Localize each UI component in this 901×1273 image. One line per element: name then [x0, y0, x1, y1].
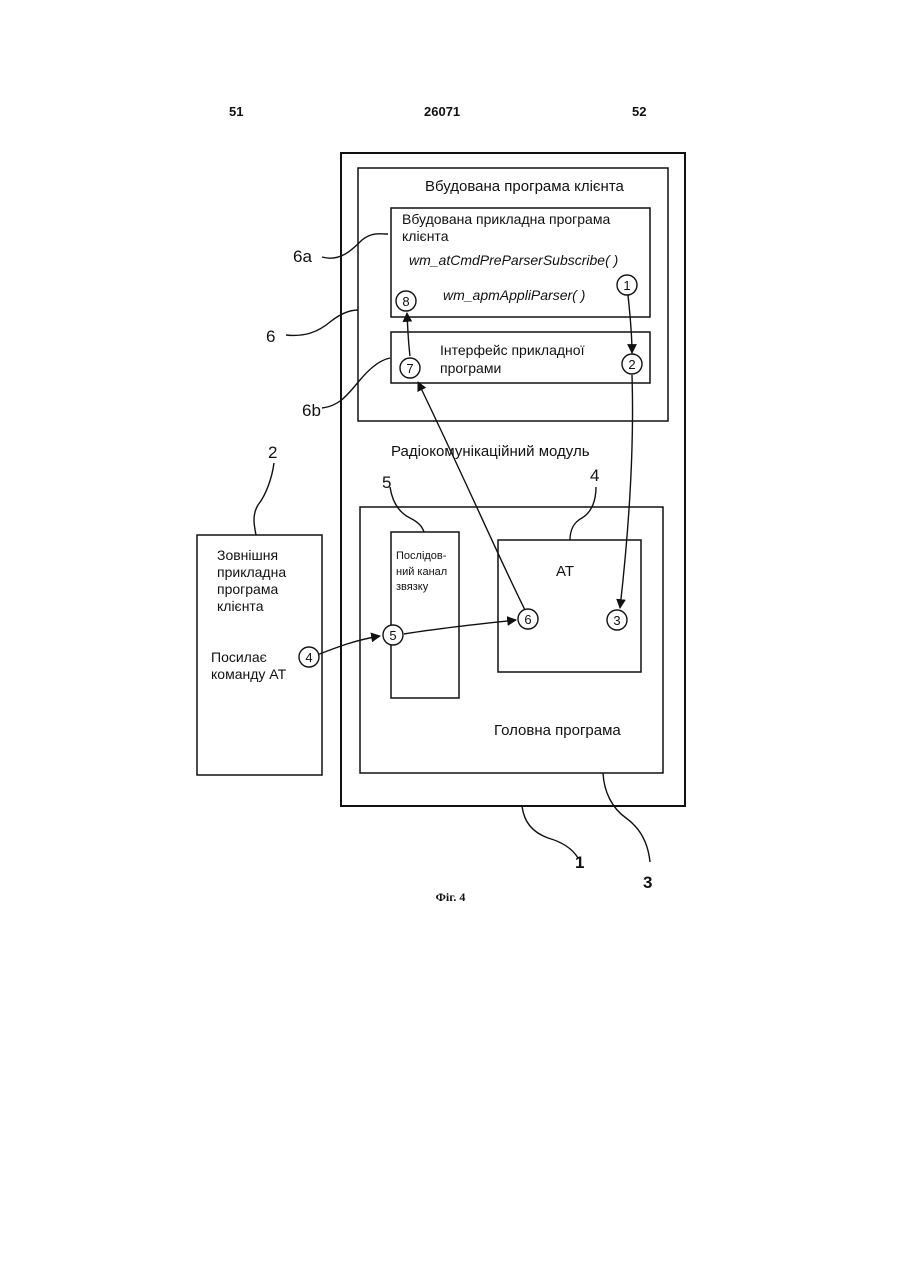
ref-label-6: 6	[266, 327, 275, 346]
leader-3	[603, 773, 650, 862]
main-program-label: Головна програма	[494, 722, 621, 739]
flow-1-to-2	[628, 295, 632, 353]
app-interface-label-line2: програми	[440, 360, 501, 376]
ref-label-1: 1	[575, 853, 584, 872]
embedded-program-label: Вбудована програма клієнта	[425, 178, 625, 195]
flow-5-to-6	[404, 620, 516, 634]
ref-label-2: 2	[268, 443, 277, 462]
step-8-label: 8	[402, 294, 409, 309]
step-4-label: 4	[305, 650, 312, 665]
flow-4-to-5	[317, 636, 380, 655]
serial-channel-line3: звязку	[396, 581, 429, 593]
external-app-line1: Зовнішня	[217, 547, 278, 563]
figure-caption: Фіг. 4	[0, 890, 901, 905]
radio-module-box	[341, 153, 685, 806]
ref-label-5: 5	[382, 473, 391, 492]
step-2-label: 2	[628, 357, 635, 372]
radio-module-label: Радіокомунікаційний модуль	[391, 443, 590, 460]
leader-1	[522, 806, 578, 858]
leader-4	[570, 487, 596, 540]
external-app-sends-line1: Посилає	[211, 649, 267, 665]
ref-label-6a: 6a	[293, 247, 312, 266]
embedded-app-label-line1: Вбудована прикладна програма	[402, 211, 610, 227]
step-7-label: 7	[406, 361, 413, 376]
serial-channel-line1: Послідов-	[396, 550, 447, 562]
step-3-label: 3	[613, 613, 620, 628]
step-1-label: 1	[623, 278, 630, 293]
serial-channel-line2: ний канал	[396, 566, 447, 578]
step-5-label: 5	[389, 628, 396, 643]
flow-2-to-3	[620, 375, 633, 608]
external-app-sends-line2: команду AT	[211, 666, 287, 682]
ref-label-4: 4	[590, 466, 599, 485]
embedded-app-label-line2: клієнта	[402, 228, 449, 244]
external-app-line2: прикладна	[217, 564, 286, 580]
ref-label-6b: 6b	[302, 401, 321, 420]
function-appli-parser: wm_apmAppliParser( )	[443, 287, 585, 303]
at-box-label: AT	[556, 563, 574, 580]
external-app-line4: клієнта	[217, 598, 264, 614]
step-6-label: 6	[524, 612, 531, 627]
external-app-line3: програма	[217, 581, 278, 597]
leader-6b	[322, 358, 390, 408]
app-interface-label-line1: Інтерфейс прикладної	[440, 342, 585, 358]
leader-2	[254, 463, 274, 535]
flow-7-to-8	[407, 313, 410, 356]
function-preparser-subscribe: wm_atCmdPreParserSubscribe( )	[409, 252, 618, 268]
leader-6	[286, 310, 358, 335]
leader-6a	[322, 234, 388, 258]
leader-5	[390, 487, 424, 532]
